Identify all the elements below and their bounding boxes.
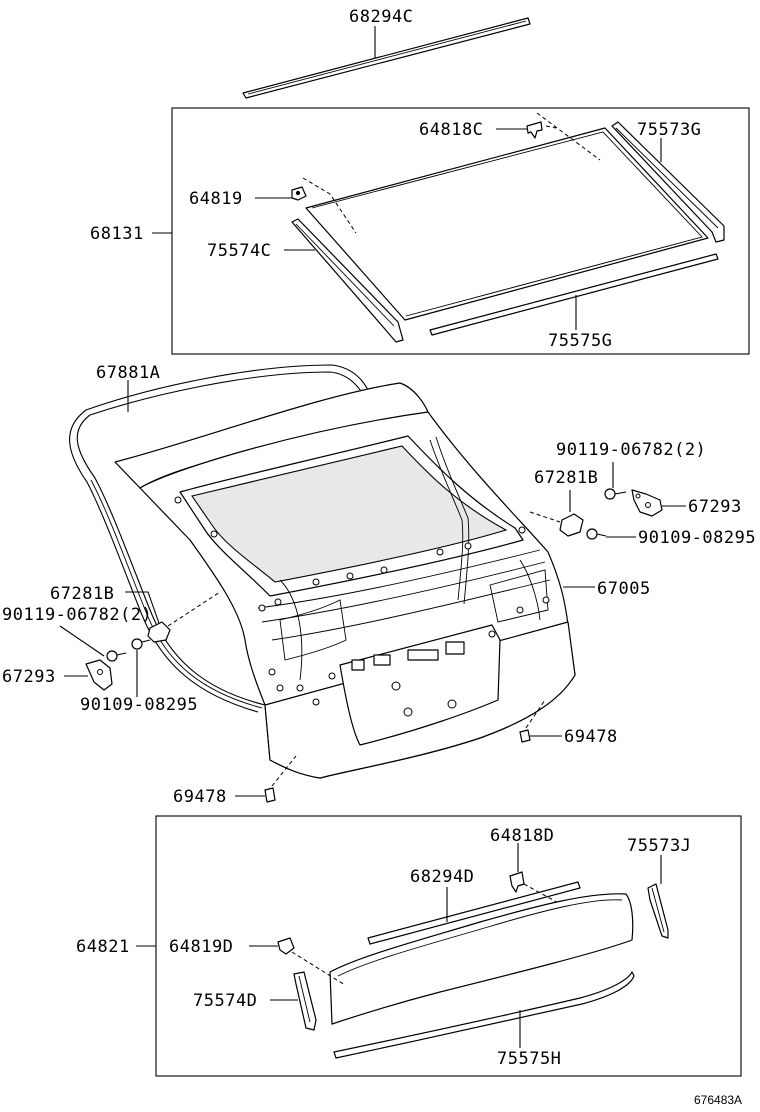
part-label-90119-06782-2-right: 90119-06782(2) xyxy=(556,440,706,460)
part-label-67281B-left: 67281B xyxy=(50,584,114,604)
bolt-90119-right xyxy=(604,488,627,500)
clip-64819 xyxy=(291,186,307,201)
part-label-67281B-right: 67281B xyxy=(534,468,598,488)
part-label-64819D: 64819D xyxy=(169,937,233,957)
part-label-75575G: 75575G xyxy=(548,331,612,351)
part-label-68131: 68131 xyxy=(90,224,144,244)
lower-molding-75575H xyxy=(333,971,635,1059)
lower-window-glass xyxy=(329,893,634,1025)
bolt-90109-right xyxy=(586,528,607,540)
lower-molding-75575G xyxy=(429,253,719,336)
roof-molding-strip-68294C xyxy=(242,17,531,99)
part-label-75574C: 75574C xyxy=(207,241,271,261)
leader-67281B-left xyxy=(125,591,161,627)
part-label-90109-08295-left: 90109-08295 xyxy=(80,695,198,715)
part-label-75574D: 75574D xyxy=(193,991,257,1011)
part-label-67881A: 67881A xyxy=(96,363,160,383)
back-window-glass xyxy=(305,127,709,321)
cushion-69478-right xyxy=(519,729,531,743)
part-label-90109-08295-right: 90109-08295 xyxy=(638,528,756,548)
bolt-90109-left xyxy=(131,638,151,650)
part-label-67293-right: 67293 xyxy=(688,497,742,517)
stopper-67281B-left xyxy=(147,621,171,643)
part-label-90119-06782-2-left: 90119-06782(2) xyxy=(2,605,152,625)
clip-64818C xyxy=(526,121,543,139)
part-label-75573G: 75573G xyxy=(637,120,701,140)
back-door-panel-67005 xyxy=(114,382,576,779)
part-label-64818C: 64818C xyxy=(419,120,483,140)
cushion-69478-left xyxy=(264,787,276,803)
dashed-guide-64819 xyxy=(302,177,357,234)
side-molding-75574D xyxy=(293,971,317,1031)
part-label-64821: 64821 xyxy=(76,937,130,957)
dashed-guide-64818C xyxy=(536,112,601,161)
part-label-68294C: 68294C xyxy=(349,7,413,27)
side-molding-75573G xyxy=(611,121,725,243)
part-label-69478-left: 69478 xyxy=(173,787,227,807)
part-label-64818D: 64818D xyxy=(490,826,554,846)
clip-64818D xyxy=(509,871,525,893)
part-label-69478-right: 69478 xyxy=(564,727,618,747)
part-label-68294D: 68294D xyxy=(410,867,474,887)
side-molding-75574C xyxy=(291,218,404,343)
clip-64819D xyxy=(277,937,295,955)
stay-bracket-67293-left xyxy=(85,659,113,691)
catalog-number: 676483A xyxy=(694,1093,742,1107)
side-molding-75573J xyxy=(647,883,669,939)
part-label-67005: 67005 xyxy=(597,579,651,599)
stay-bracket-67293-right xyxy=(631,489,663,517)
bolt-90119-left xyxy=(106,650,127,662)
molding-strip-68294D xyxy=(367,881,581,945)
stopper-67281B-right xyxy=(559,513,584,537)
part-label-75573J: 75573J xyxy=(627,836,691,856)
leader-90119-06782-left xyxy=(59,625,105,657)
part-label-64819: 64819 xyxy=(189,189,243,209)
part-label-75575H: 75575H xyxy=(497,1049,561,1069)
part-label-67293-left: 67293 xyxy=(2,667,56,687)
glass-assembly-box-68131 xyxy=(171,107,750,355)
